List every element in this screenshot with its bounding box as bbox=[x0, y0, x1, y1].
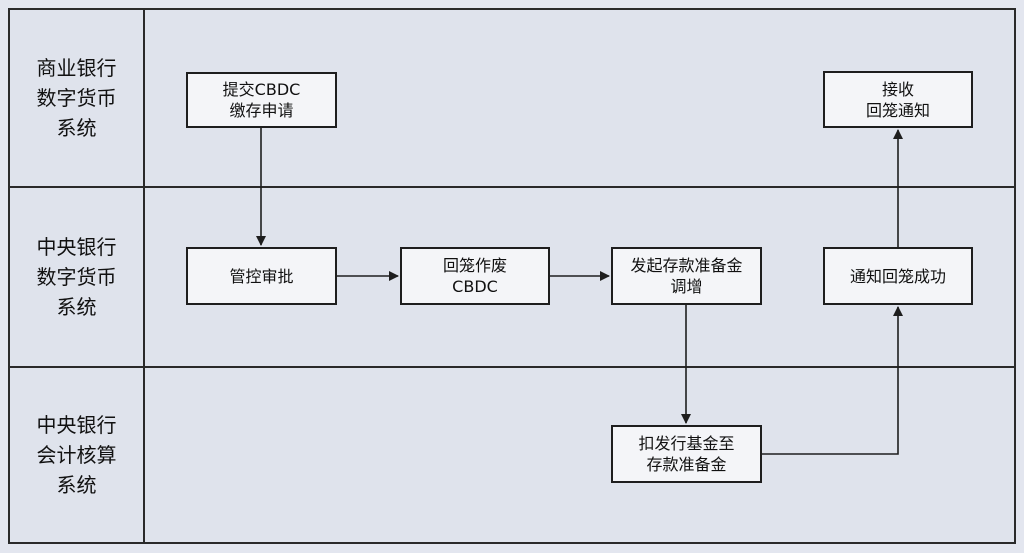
node-text-line: 存款准备金 bbox=[646, 455, 727, 474]
node-void-cbdc: 回笼作废 CBDC bbox=[400, 247, 550, 305]
node-submit-application: 提交CBDC 缴存申请 bbox=[186, 72, 337, 128]
lane-label-line: 中央银行 bbox=[36, 235, 117, 259]
lane-label-line: 系统 bbox=[56, 116, 97, 140]
node-text-line: 回笼通知 bbox=[865, 100, 930, 120]
node-text-line: 通知回笼成功 bbox=[849, 266, 946, 286]
lane-label-line: 数字货币 bbox=[36, 86, 117, 110]
node-notify-success: 通知回笼成功 bbox=[823, 247, 973, 305]
lane-label-line: 系统 bbox=[56, 473, 97, 497]
lane-label-line: 中央银行 bbox=[36, 413, 117, 437]
node-control-review: 管控审批 bbox=[186, 247, 337, 305]
lane-label-central-bank-dc: 中央银行 数字货币 系统 bbox=[10, 188, 145, 366]
node-receive-notice: 接收 回笼通知 bbox=[823, 71, 973, 128]
node-text-line: 管控审批 bbox=[229, 266, 294, 286]
lane-central-bank-accounting: 中央银行 会计核算 系统 bbox=[10, 368, 1014, 542]
node-text-line: 回笼作废 bbox=[442, 256, 507, 275]
node-text-line: 提交CBDC bbox=[222, 80, 301, 99]
node-text-line: 发起存款准备金 bbox=[630, 256, 743, 275]
lane-label-commercial-bank: 商业银行 数字货币 系统 bbox=[10, 10, 145, 186]
lane-label-line: 会计核算 bbox=[36, 443, 117, 467]
lane-central-bank-dc: 中央银行 数字货币 系统 bbox=[10, 188, 1014, 368]
node-text-line: CBDC bbox=[452, 277, 498, 296]
lane-label-line: 系统 bbox=[56, 295, 97, 319]
node-text-line: 调增 bbox=[670, 277, 703, 296]
node-deduct-issuance-fund: 扣发行基金至 存款准备金 bbox=[611, 425, 762, 483]
lane-label-line: 商业银行 bbox=[36, 56, 117, 80]
node-initiate-reserve-increase: 发起存款准备金 调增 bbox=[611, 247, 762, 305]
node-text-line: 扣发行基金至 bbox=[638, 434, 735, 453]
node-text-line: 接收 bbox=[881, 79, 914, 99]
lane-commercial-bank: 商业银行 数字货币 系统 bbox=[10, 10, 1014, 188]
lane-label-central-bank-accounting: 中央银行 会计核算 系统 bbox=[10, 368, 145, 542]
node-text-line: 缴存申请 bbox=[229, 101, 294, 120]
lane-label-line: 数字货币 bbox=[36, 265, 117, 289]
